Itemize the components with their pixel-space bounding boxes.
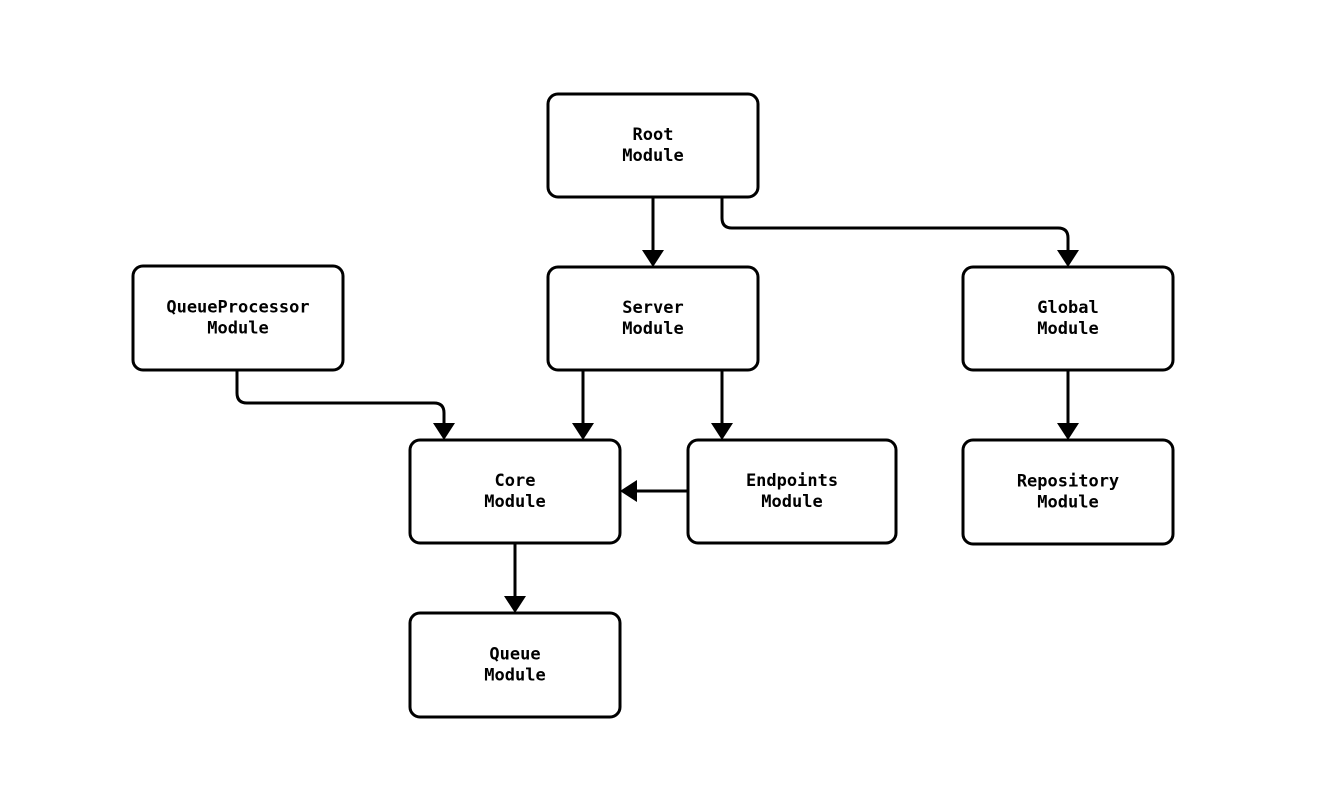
node-box[interactable]: [546, 92, 760, 199]
node-label-line2: Module: [1037, 319, 1098, 339]
edge-endpoints-to-core: [620, 480, 688, 502]
node-label-line1: Core: [495, 471, 536, 491]
edge-arrowhead: [433, 423, 455, 440]
edge-arrowhead: [642, 250, 664, 267]
node-label-line1: Server: [622, 298, 683, 318]
node-label-line2: Module: [484, 666, 545, 686]
node-label-line2: Module: [1037, 493, 1098, 513]
edge-line: [235, 370, 446, 425]
node-label-line1: Repository: [1017, 471, 1119, 491]
edge-core-to-queue: [504, 543, 526, 613]
edge-arrowhead: [1057, 250, 1079, 267]
edge-arrowhead: [620, 480, 637, 502]
node-label-line2: Module: [484, 492, 545, 512]
edge-layer: [235, 197, 1079, 613]
edge-arrowhead: [711, 423, 733, 440]
node-box[interactable]: [961, 438, 1175, 546]
edge-arrowhead: [1057, 423, 1079, 440]
node-label-line1: Endpoints: [746, 471, 838, 491]
node-label-line1: QueueProcessor: [166, 297, 309, 317]
edge-line: [720, 197, 1070, 252]
edge-arrowhead: [572, 423, 594, 440]
node-box[interactable]: [408, 438, 622, 545]
node-box[interactable]: [686, 438, 898, 545]
edge-root-to-server: [642, 197, 664, 267]
edge-arrowhead: [504, 596, 526, 613]
node-box[interactable]: [408, 611, 622, 719]
node-label-line2: Module: [761, 492, 822, 512]
node-label-line2: Module: [622, 146, 683, 166]
node-label-line1: Global: [1037, 298, 1098, 318]
edge-global-to-repository: [1057, 370, 1079, 440]
node-label-line2: Module: [207, 319, 268, 339]
edge-server-to-core: [572, 370, 594, 440]
edge-queueprocessor-to-core: [235, 370, 455, 440]
node-box[interactable]: [546, 265, 760, 372]
node-label-line2: Module: [622, 319, 683, 339]
node-box[interactable]: [961, 265, 1175, 372]
node-label-line1: Queue: [489, 644, 540, 664]
node-box[interactable]: [131, 264, 345, 372]
node-label-line1: Root: [633, 125, 674, 145]
edge-server-to-endpoints: [711, 370, 733, 440]
edge-root-to-global: [720, 197, 1079, 267]
